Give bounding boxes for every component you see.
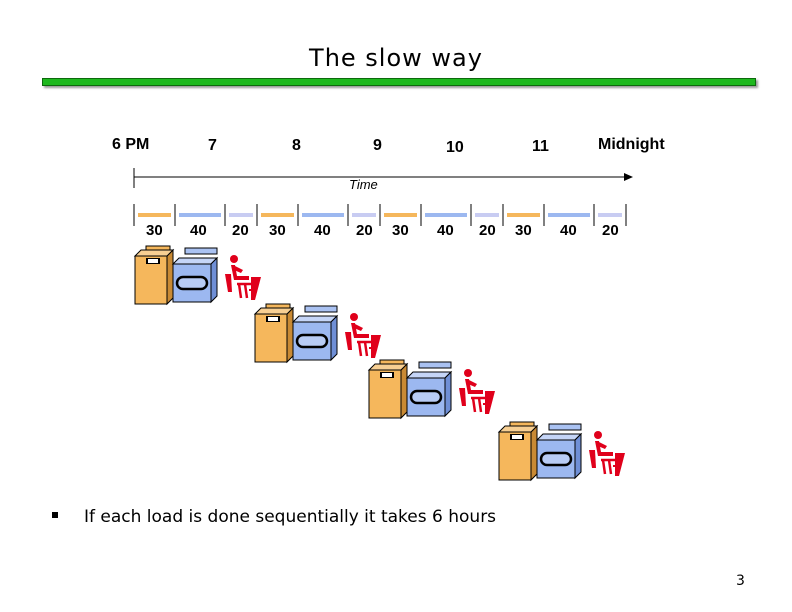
folding-person-icon xyxy=(345,313,381,358)
duration-label: 30 xyxy=(146,222,163,239)
duration-label: 40 xyxy=(314,222,331,239)
slide-title: The slow way xyxy=(309,44,483,72)
load-icons xyxy=(253,303,381,364)
duration-label: 40 xyxy=(437,222,454,239)
time-axis-caption: Time xyxy=(349,177,378,192)
time-label-9: 9 xyxy=(373,137,382,154)
washer-icon xyxy=(133,245,175,306)
load-icons xyxy=(367,359,495,420)
wash-stage-bar xyxy=(138,213,171,217)
duration-label: 20 xyxy=(602,222,619,239)
wash-stage-bar xyxy=(384,213,417,217)
duration-label: 20 xyxy=(479,222,496,239)
fold-stage-bar xyxy=(598,213,622,217)
laundry-load-4 xyxy=(497,420,627,490)
time-label-10: 10 xyxy=(446,139,464,156)
laundry-load-3 xyxy=(367,358,497,428)
load-icons xyxy=(133,245,261,306)
page-number: 3 xyxy=(736,573,745,589)
folding-person-icon xyxy=(459,369,495,414)
duration-label: 40 xyxy=(560,222,577,239)
duration-label: 40 xyxy=(190,222,207,239)
fold-stage-bar xyxy=(229,213,253,217)
washer-icon xyxy=(497,421,539,482)
duration-label: 30 xyxy=(269,222,286,239)
time-arrow xyxy=(133,168,633,188)
dry-stage-bar xyxy=(548,213,590,217)
dryer-icon xyxy=(405,361,453,418)
duration-label: 20 xyxy=(232,222,249,239)
folding-person-icon xyxy=(225,255,261,300)
time-label-11: 11 xyxy=(532,138,549,155)
laundry-load-1 xyxy=(133,244,263,314)
dry-stage-bar xyxy=(425,213,467,217)
laundry-load-2 xyxy=(253,302,383,372)
dryer-icon xyxy=(291,305,339,362)
time-label-6pm: 6 PM xyxy=(112,136,150,153)
time-label-midnight: Midnight xyxy=(598,136,665,153)
fold-stage-bar xyxy=(475,213,499,217)
fold-stage-bar xyxy=(352,213,376,217)
time-label-8: 8 xyxy=(292,137,301,154)
stage-ticks xyxy=(133,204,627,226)
load-icons xyxy=(497,421,625,482)
bullet-square-icon xyxy=(52,512,58,518)
bullet-text: If each load is done sequentially it tak… xyxy=(84,507,497,527)
wash-stage-bar xyxy=(507,213,540,217)
stage-bars xyxy=(138,213,622,217)
folding-person-icon xyxy=(589,431,625,476)
dry-stage-bar xyxy=(302,213,344,217)
washer-icon xyxy=(253,303,295,364)
time-label-7: 7 xyxy=(208,137,217,154)
duration-label: 20 xyxy=(356,222,373,239)
dryer-icon xyxy=(535,423,583,480)
wash-stage-bar xyxy=(261,213,294,217)
dryer-icon xyxy=(171,247,219,304)
washer-icon xyxy=(367,359,409,420)
title-underline xyxy=(42,78,756,86)
duration-label: 30 xyxy=(515,222,532,239)
dry-stage-bar xyxy=(179,213,221,217)
duration-label: 30 xyxy=(392,222,409,239)
